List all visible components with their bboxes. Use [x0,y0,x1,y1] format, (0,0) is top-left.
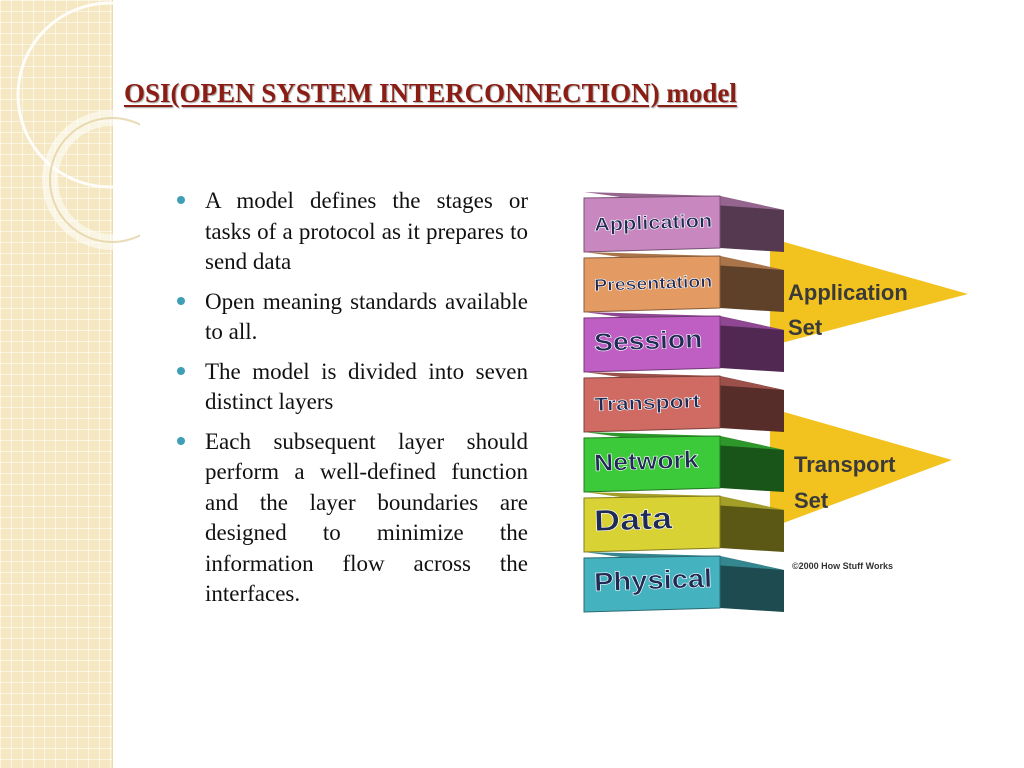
osi-layer-application: Application [583,192,784,253]
bullet-text: Open meaning standards available to all. [205,288,528,345]
layer-label: Presentation [594,272,713,295]
osi-layer-session: Session [583,312,784,373]
transport-set-label-line1: Transport [794,452,896,477]
layer-side-face [720,256,784,312]
layer-label: Session [594,325,703,357]
osi-layer-physical: Physical [583,552,784,613]
bullet-item: Open meaning standards available to all. [176,287,528,348]
layer-label: Network [594,446,700,477]
bullet-list: A model defines the stages or tasks of a… [176,186,528,619]
layer-front-face [583,315,721,373]
bullet-item: A model defines the stages or tasks of a… [176,186,528,278]
layer-front-face [583,495,721,553]
decorative-rings [16,1,140,250]
osi-layer-presentation: Presentation [583,252,784,313]
transport-set-label-line2: Set [794,488,829,513]
bullet-item: The model is divided into seven distinct… [176,357,528,418]
layer-label: Transport [594,391,702,416]
bullet-dot-icon [177,296,185,305]
layer-front-face [583,255,721,313]
bullet-dot-icon [177,436,185,445]
osi-layer-data: Data [583,492,784,553]
bullet-text: Each subsequent layer should perform a w… [205,428,528,607]
layer-side-face [720,556,784,612]
layer-front-face [583,195,721,253]
layer-side-face [720,496,784,552]
application-set-arrow [770,238,968,346]
layer-side-face [720,316,784,372]
bullet-item: Each subsequent layer should perform a w… [176,427,528,610]
transport-set-arrow [770,408,952,528]
bullet-dot-icon [177,196,185,204]
application-set-label-line2: Set [788,315,823,340]
bullet-text: The model is divided into seven distinct… [205,358,528,415]
layer-side-face [720,376,784,432]
osi-layer-network: Network [583,432,784,493]
bullet-dot-icon [177,366,185,375]
layer-front-face [583,555,721,613]
slide-title: OSI(OPEN SYSTEM INTERCONNECTION) model [124,78,737,108]
osi-layer-transport: Transport [583,372,784,433]
copyright-text: ©2000 How Stuff Works [792,561,893,571]
layer-front-face [583,375,721,433]
layer-label: Physical [594,563,713,597]
layer-side-face [720,196,784,252]
layer-label: Application [594,211,713,236]
osi-layer-diagram: Application Set Transport Set Physical Da… [583,192,968,613]
bullet-text: A model defines the stages or tasks of a… [205,188,528,274]
layer-label: Data [594,502,673,538]
layer-front-face [583,435,721,493]
layer-side-face [720,436,784,492]
application-set-label-line1: Application [788,280,908,305]
